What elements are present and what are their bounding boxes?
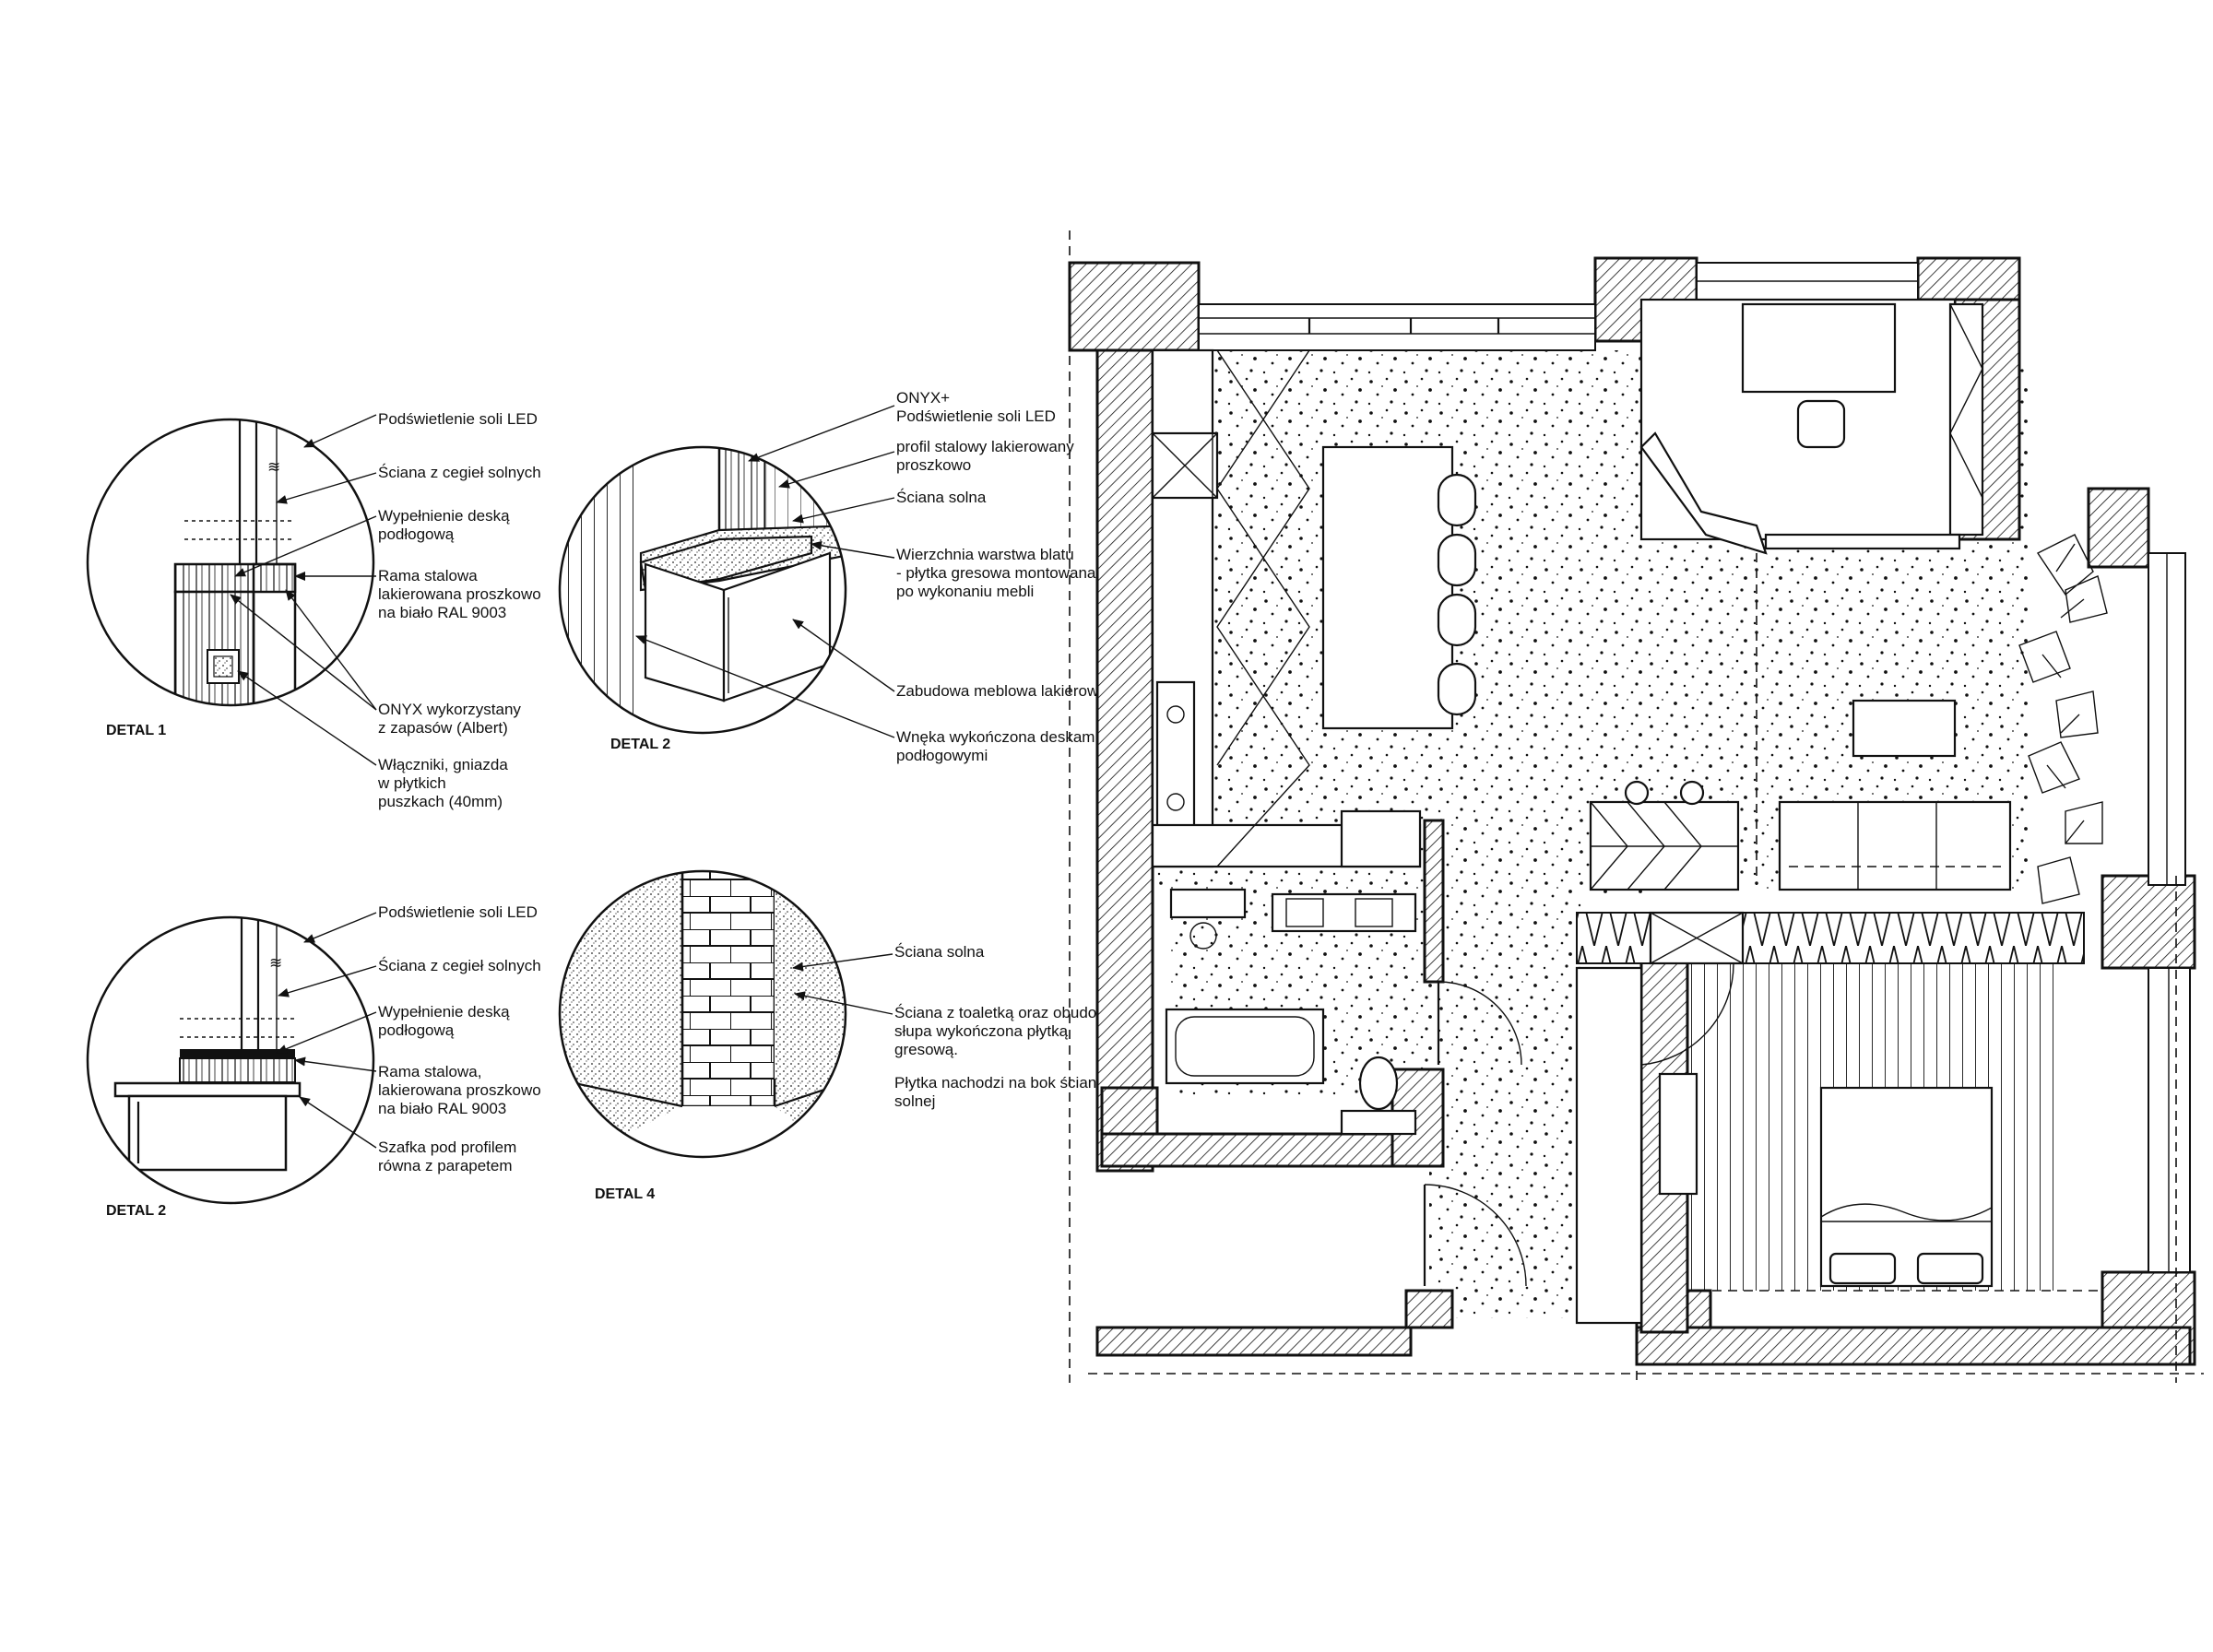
- detail-2b-section: ≋ DETAL 2 Podświetlenie soli LED Ściana …: [86, 903, 541, 1219]
- wall-east-mid: [2101, 874, 2196, 970]
- detail-1-section: ≋ DETAL 1 Podświetlenie soli LED Ściana …: [86, 410, 541, 810]
- d1-label-2: Ściana z cegieł solnych: [378, 464, 541, 481]
- wall-east-upper: [2087, 487, 2150, 569]
- d1-label-3b: podłogową: [378, 525, 455, 543]
- pillow-right: [1916, 1252, 1984, 1285]
- detail-4-section: DETAL 4 Ściana solna Ściana z toaletką o…: [558, 869, 1118, 1202]
- d4-label-2a: Ściana z toaletką oraz obudowa: [894, 1004, 1118, 1021]
- d1-label-1: Podświetlenie soli LED: [378, 410, 538, 428]
- d2a-label-4b: - płytka gresowa montowana: [896, 564, 1096, 582]
- svg-text:≋: ≋: [267, 458, 280, 476]
- vanity: [1271, 892, 1417, 933]
- detail-2b-title: DETAL 2: [106, 1203, 166, 1219]
- oven: [1340, 809, 1422, 868]
- plants: [2018, 534, 2108, 904]
- d2a-label-1a: ONYX+: [896, 389, 950, 407]
- toilet: [1358, 1056, 1399, 1111]
- office-desk: [1741, 302, 1897, 394]
- wall-bath-east: [1423, 819, 1445, 984]
- wall-nw: [1068, 261, 1201, 352]
- d2a-label-6a: Wnęka wykończona deskami: [896, 728, 1098, 746]
- d2a-label-1b: Podświetlenie soli LED: [896, 407, 1056, 425]
- shower-bar: [1169, 888, 1247, 919]
- wc-cistern: [1340, 1109, 1417, 1136]
- sofa: [1778, 800, 2012, 891]
- pillow-left: [1828, 1252, 1897, 1285]
- d2b-label-1: Podświetlenie soli LED: [378, 903, 538, 921]
- wall-north-right: [1916, 256, 2021, 301]
- d1-label-4a: Rama stalowa: [378, 567, 478, 584]
- d2b-label-3a: Wypełnienie deską: [378, 1003, 510, 1021]
- d1-label-5b: z zapasów (Albert): [378, 719, 508, 737]
- d1-label-6a: Włączniki, gniazda: [378, 756, 508, 773]
- d1-label-5a: ONYX wykorzystany: [378, 701, 521, 718]
- d2b-label-4c: na biało RAL 9003: [378, 1100, 506, 1117]
- d1-label-6b: w płytkich: [377, 774, 446, 792]
- d2b-label-5a: Szafka pod profilem: [378, 1139, 516, 1156]
- d2b-label-3b: podłogową: [378, 1021, 455, 1039]
- d4-label-1: Ściana solna: [894, 943, 985, 961]
- d2a-label-4a: Wierzchnia warstwa blatu: [896, 546, 1074, 563]
- hallway-floor: [1429, 894, 1586, 1318]
- d1-label-6c: puszkach (40mm): [378, 793, 503, 810]
- d1-label-4c: na biało RAL 9003: [378, 604, 506, 621]
- d4-label-3a: Płytka nachodzi na bok ściany: [894, 1074, 1105, 1092]
- svg-text:≋: ≋: [269, 954, 282, 972]
- d2a-label-4c: po wykonaniu mebli: [896, 583, 1034, 600]
- wall-south-left: [1095, 1326, 1413, 1357]
- office-chair: [1796, 399, 1846, 449]
- sink-hob: [1155, 680, 1196, 841]
- wall-west: [1095, 348, 1154, 1173]
- d2b-label-4a: Rama stalowa,: [378, 1063, 481, 1080]
- coffee-table: [1852, 699, 1957, 758]
- bedside-dresser: [1658, 1072, 1698, 1196]
- office-wardrobe: [1948, 302, 1984, 537]
- d2b-label-5b: równa z parapetem: [378, 1157, 513, 1174]
- bathtub: [1165, 1008, 1325, 1085]
- d4-label-2b: słupa wykończona płytką: [894, 1022, 1069, 1040]
- d4-label-2c: gresową.: [894, 1041, 958, 1058]
- wall-bath-south: [1100, 1132, 1422, 1168]
- d2b-label-2: Ściana z cegieł solnych: [378, 957, 541, 974]
- detail-4-title: DETAL 4: [595, 1186, 655, 1202]
- d2a-label-3: Ściana solna: [896, 489, 987, 506]
- d1-label-3a: Wypełnienie deską: [378, 507, 510, 525]
- bar-stools: [1437, 473, 1477, 716]
- hall-wardrobe: [1575, 966, 1643, 1325]
- d2b-label-4b: lakierowana proszkowo: [378, 1081, 541, 1099]
- office-glass-partition: [1764, 533, 1961, 550]
- detail-2a-title: DETAL 2: [610, 737, 670, 752]
- detail-2a-section: DETAL 2 ONYX+ Podświetlenie soli LED pro…: [558, 389, 1125, 764]
- d2a-label-5: Zabudowa meblowa lakierowana: [896, 682, 1125, 700]
- kitchen-island: [1321, 445, 1454, 730]
- office-angled-wall: [1639, 431, 1768, 555]
- wall-stub: [1404, 1289, 1454, 1329]
- wall-south-right: [1635, 1326, 2192, 1366]
- d1-label-4b: lakierowana proszkowo: [378, 585, 541, 603]
- d4-label-3b: solnej: [894, 1092, 935, 1110]
- detail-1-title: DETAL 1: [106, 723, 166, 738]
- d2a-label-2a: profil stalowy lakierowany: [896, 438, 1074, 455]
- d2a-label-6b: podłogowymi: [896, 747, 988, 764]
- d2a-label-2b: proszkowo: [896, 456, 971, 474]
- floor-plan: [1068, 230, 2204, 1383]
